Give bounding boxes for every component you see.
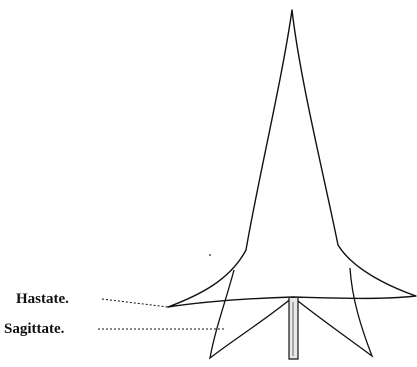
hastate-label: Hastate. [16, 291, 69, 307]
sagittate-label: Sagittate. [4, 321, 65, 337]
sagittate-left-lobe [209, 269, 294, 360]
hastate-leaf-outline [167, 9, 417, 308]
hastate-leader-line [101, 298, 169, 308]
speck [209, 254, 211, 256]
sagittate-right-lobe [292, 267, 374, 358]
